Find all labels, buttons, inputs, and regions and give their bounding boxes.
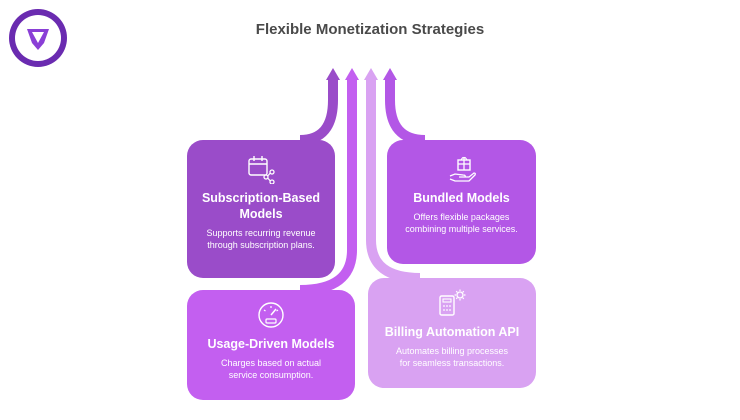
arrowhead-subscription xyxy=(326,68,340,80)
billing-card-description: Automates billing processes for seamless… xyxy=(395,346,509,368)
arrowhead-bundled xyxy=(383,68,397,80)
calendar-share-icon xyxy=(248,156,275,184)
usage-card[interactable]: Usage-Driven Models Charges based on act… xyxy=(187,290,355,400)
bundled-card-title: Bundled Models xyxy=(413,191,510,205)
app-logo[interactable] xyxy=(9,9,67,67)
arrow-bundled xyxy=(385,80,426,145)
gauge-meter-icon xyxy=(258,302,284,328)
usage-card-description: Charges based on actual service consumpt… xyxy=(220,358,322,380)
subscription-card-description: Supports recurring revenue through subsc… xyxy=(206,228,316,250)
billing-card[interactable]: Billing Automation API Automates billing… xyxy=(368,278,536,388)
arrow-subscription xyxy=(299,80,338,145)
gift-box-icon xyxy=(449,156,476,182)
bundled-card-description: Offers flexible packages combining multi… xyxy=(405,212,518,234)
page-title: Flexible Monetization Strategies xyxy=(255,21,485,38)
subscription-card-title: Subscription-Based Models xyxy=(201,191,321,221)
arrowhead-billing xyxy=(364,68,378,80)
billing-card-title: Billing Automation API xyxy=(384,325,520,339)
subscription-card[interactable]: Subscription-Based Models Supports recur… xyxy=(187,140,335,278)
usage-card-title: Usage-Driven Models xyxy=(207,337,335,351)
arrowhead-usage xyxy=(345,68,359,80)
calculator-gear-icon xyxy=(439,289,466,316)
app-logo-shield-icon xyxy=(15,15,61,61)
arrow-billing xyxy=(366,80,421,283)
arrow-usage xyxy=(299,80,357,295)
bundled-card[interactable]: Bundled Models Offers flexible packages … xyxy=(387,140,536,264)
